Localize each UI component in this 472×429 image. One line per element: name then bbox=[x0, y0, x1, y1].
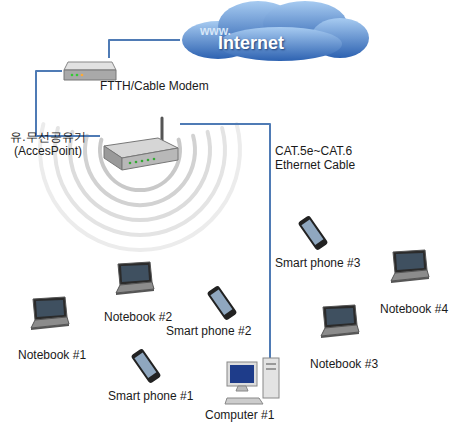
notebook-device: Notebook #1 bbox=[25, 297, 70, 332]
phone-device-shape bbox=[295, 215, 331, 251]
phone-device: Smart phone #2 bbox=[204, 285, 240, 321]
notebook-device-shape bbox=[385, 250, 430, 285]
device-label: Notebook #4 bbox=[380, 302, 448, 316]
phone-device: Smart phone #1 bbox=[128, 348, 164, 384]
device-label: Notebook #2 bbox=[104, 310, 172, 324]
phone-device-shape bbox=[204, 285, 240, 321]
router-device-shape bbox=[100, 118, 180, 176]
notebook-device: Notebook #4 bbox=[385, 250, 430, 285]
device-label: Notebook #1 bbox=[18, 348, 86, 362]
device-label: Computer #1 bbox=[205, 408, 274, 422]
phone-device: Smart phone #3 bbox=[295, 215, 331, 251]
notebook-device-shape bbox=[25, 297, 70, 332]
modem-device: FTTH/Cable Modem bbox=[62, 58, 117, 84]
notebook-device: Notebook #2 bbox=[110, 262, 155, 297]
computer-device-shape bbox=[225, 358, 283, 406]
device-label: Notebook #3 bbox=[310, 357, 378, 371]
device-label: Smart phone #3 bbox=[275, 256, 360, 270]
device-label: FTTH/Cable Modem bbox=[100, 79, 209, 93]
notebook-device: Notebook #3 bbox=[315, 305, 360, 340]
cable-line bbox=[36, 71, 100, 136]
device-label: 유.무선공유기 (AccesPoint) bbox=[2, 130, 94, 158]
cable-label: CAT.5e~CAT.6 Ethernet Cable bbox=[275, 144, 370, 172]
cloud-text: Internet bbox=[218, 33, 284, 53]
cable-line bbox=[109, 40, 180, 58]
notebook-device-shape bbox=[110, 262, 155, 297]
notebook-device-shape bbox=[315, 305, 360, 340]
internet-cloud: www.Internet bbox=[180, 0, 370, 62]
cable-line bbox=[180, 124, 270, 358]
device-label: Smart phone #2 bbox=[166, 324, 251, 338]
device-label: Smart phone #1 bbox=[108, 389, 193, 403]
computer-device: Computer #1 bbox=[225, 358, 283, 406]
phone-device-shape bbox=[128, 348, 164, 384]
router-device: 유.무선공유기 (AccesPoint) bbox=[100, 118, 180, 176]
